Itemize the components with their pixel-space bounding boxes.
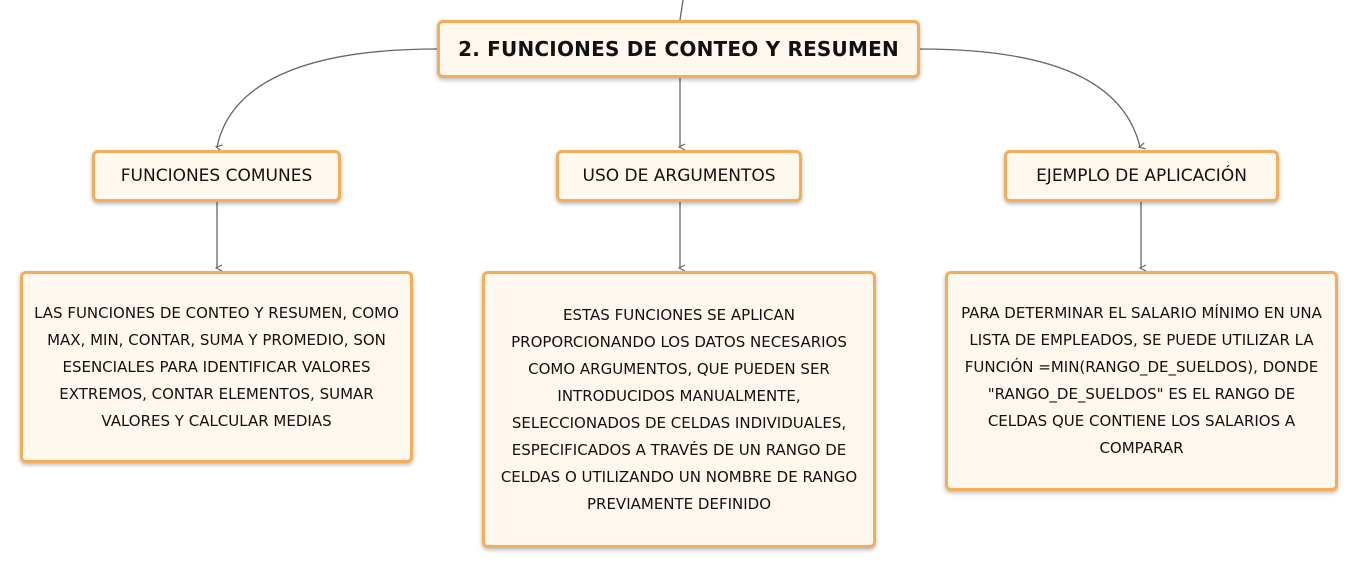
root-topic-label: 2. FUNCIONES DE CONTEO Y RESUMEN xyxy=(458,37,899,61)
branch-node-uso-de-argumentos[interactable]: USO DE ARGUMENTOS xyxy=(556,150,802,202)
branch-node-funciones-comunes[interactable]: FUNCIONES COMUNES xyxy=(92,150,341,202)
connector-root-branch-1 xyxy=(217,48,438,147)
detail-node-ejemplo-de-aplicacion[interactable]: PARA DETERMINAR EL SALARIO MÍNIMO EN UNA… xyxy=(945,271,1338,491)
detail-text: PARA DETERMINAR EL SALARIO MÍNIMO EN UNA… xyxy=(961,304,1322,457)
branch-label: USO DE ARGUMENTOS xyxy=(582,166,776,186)
branch-label: FUNCIONES COMUNES xyxy=(120,166,313,186)
root-topic-node[interactable]: 2. FUNCIONES DE CONTEO Y RESUMEN xyxy=(437,20,920,78)
detail-node-funciones-comunes[interactable]: LAS FUNCIONES DE CONTEO Y RESUMEN, COMO … xyxy=(20,271,413,463)
detail-text: ESTAS FUNCIONES SE APLICAN PROPORCIONAND… xyxy=(500,305,858,513)
connector-root-branch-3 xyxy=(919,48,1140,147)
branch-label: EJEMPLO DE APLICACIÓN xyxy=(1036,166,1247,186)
detail-node-uso-de-argumentos[interactable]: ESTAS FUNCIONES SE APLICAN PROPORCIONAND… xyxy=(482,271,876,548)
connector-parent xyxy=(679,0,684,21)
detail-text: LAS FUNCIONES DE CONTEO Y RESUMEN, COMO … xyxy=(34,303,399,430)
branch-node-ejemplo-de-aplicacion[interactable]: EJEMPLO DE APLICACIÓN xyxy=(1004,150,1279,202)
